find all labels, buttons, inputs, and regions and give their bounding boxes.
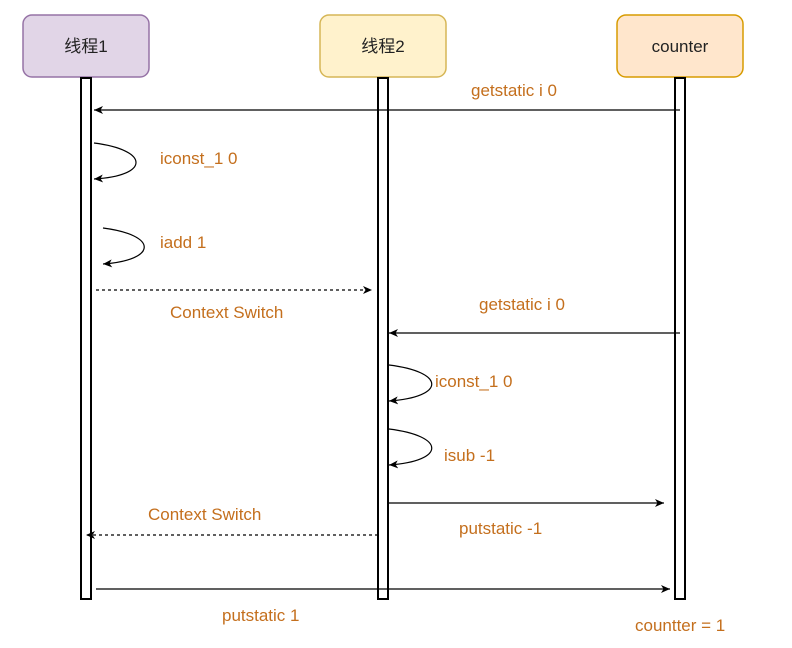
label-iadd-thread1: iadd 1 bbox=[160, 233, 206, 252]
participant-thread2-label: 线程2 bbox=[361, 37, 404, 56]
participant-thread1[interactable]: 线程1 bbox=[22, 14, 150, 78]
result-label: countter = 1 bbox=[635, 616, 725, 635]
lifeline-thread1 bbox=[80, 77, 92, 600]
label-context-switch-1: Context Switch bbox=[170, 303, 283, 322]
lifeline-counter bbox=[674, 77, 686, 600]
label-iconst-thread2: iconst_1 0 bbox=[435, 372, 513, 391]
label-context-switch-2: Context Switch bbox=[148, 505, 261, 524]
label-getstatic-thread1: getstatic i 0 bbox=[471, 81, 557, 100]
participant-counter-label: counter bbox=[652, 37, 709, 56]
self-loop-iconst-thread2 bbox=[388, 364, 433, 405]
label-isub-thread2: isub -1 bbox=[444, 446, 495, 465]
label-iconst-thread1: iconst_1 0 bbox=[160, 149, 238, 168]
self-loop-isub-thread2 bbox=[388, 428, 433, 469]
label-putstatic-thread2: putstatic -1 bbox=[459, 519, 542, 538]
self-loop-iadd-thread1 bbox=[102, 227, 145, 268]
label-putstatic-thread1: putstatic 1 bbox=[222, 606, 300, 625]
lifeline-thread2 bbox=[377, 77, 389, 600]
participant-thread2[interactable]: 线程2 bbox=[319, 14, 447, 78]
self-loop-iconst-thread1 bbox=[93, 142, 137, 183]
label-getstatic-thread2: getstatic i 0 bbox=[479, 295, 565, 314]
participant-thread1-label: 线程1 bbox=[64, 37, 107, 56]
participant-counter[interactable]: counter bbox=[616, 14, 744, 78]
